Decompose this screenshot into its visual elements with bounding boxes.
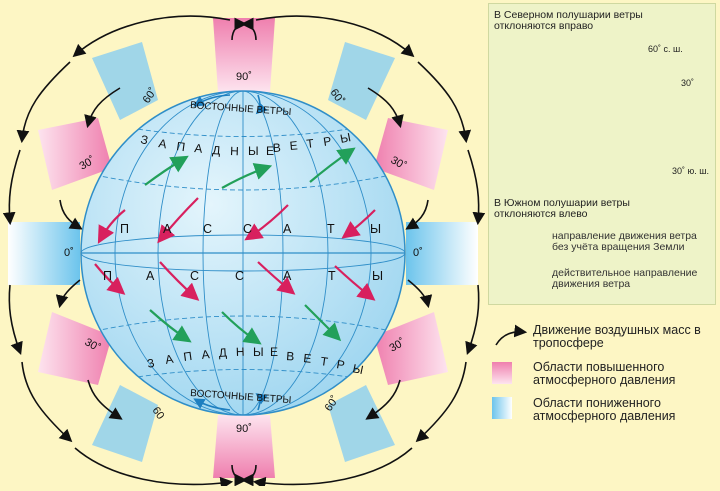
letter: А	[146, 269, 155, 283]
air-mass-arrow-icon	[495, 324, 528, 346]
red-arrow	[244, 204, 289, 241]
letter: С	[235, 269, 244, 283]
letter: А	[157, 136, 167, 151]
letter: Н	[230, 144, 239, 158]
red-arrow	[97, 209, 126, 244]
green-arrow	[304, 304, 342, 342]
letter: А	[163, 222, 172, 236]
letter: В	[286, 349, 295, 364]
low-pressure-swatch	[492, 397, 512, 419]
letter: С	[243, 222, 252, 236]
letter: Т	[306, 136, 316, 151]
westerlies-arrows	[144, 147, 356, 345]
letter: А	[283, 269, 292, 283]
green-arrow	[144, 155, 189, 186]
green-arrow	[221, 311, 262, 345]
polar-easterlies-arrows	[193, 94, 268, 411]
red-arrow	[159, 261, 200, 301]
inset-lat-30s: 30˚ ю. ш.	[672, 166, 709, 176]
letter: Р	[335, 357, 345, 372]
letter: Е	[270, 345, 278, 359]
low-pressure-60s-west	[92, 385, 158, 462]
letter: Ы	[370, 222, 381, 236]
letter: С	[190, 269, 199, 283]
legend-dashed-text: направление движения ветра без учёта вра…	[552, 230, 697, 253]
letter: Р	[322, 134, 332, 149]
trade-wind-arrows	[94, 197, 376, 301]
pressure-bands	[8, 18, 478, 478]
red-arrow	[94, 263, 126, 295]
high-pressure-30n-west	[38, 118, 112, 190]
legend-air-masses: Движение воздушных масс в тропосфере	[533, 323, 701, 350]
inset-lat-30n: 30˚	[681, 78, 695, 88]
letter: П	[103, 269, 112, 283]
low-pressure-equator-west	[8, 222, 80, 285]
letter: П	[182, 349, 192, 364]
low-pressure-60n-west	[92, 42, 158, 120]
green-arrow	[309, 147, 356, 183]
legend-actual-text: действительное направление движения ветр…	[552, 267, 698, 290]
red-arrow	[341, 209, 376, 239]
letter: А	[164, 352, 174, 367]
green-arrow	[149, 309, 192, 343]
high-pressure-30s-west	[38, 312, 112, 385]
letter: В	[272, 141, 281, 155]
low-pressure-equator-east	[406, 222, 478, 285]
letter: З	[139, 132, 149, 147]
letter: А	[283, 222, 292, 236]
high-pressure-30n-east	[374, 118, 448, 190]
letter: Д	[218, 345, 227, 360]
letter: Е	[289, 138, 298, 153]
letter: Т	[327, 222, 335, 236]
letter: Т	[320, 354, 330, 369]
letter: А	[201, 347, 210, 362]
north-caption: В Северном полушарии ветры отклоняются в…	[494, 9, 643, 32]
letter: Ы	[339, 130, 352, 146]
inset-lat-60n: 60˚ с. ш.	[648, 44, 683, 54]
latitude-0-east: 0˚	[413, 247, 423, 259]
red-arrow	[257, 261, 296, 295]
letter: Н	[236, 345, 245, 359]
south-caption: В Южном полушарии ветры отклоняются влев…	[494, 197, 630, 220]
westerlies-label-bottom: З А П А Д Н Ы Е В Е Т Р Ы	[146, 345, 365, 377]
red-arrow	[157, 197, 199, 244]
high-pressure-south-pole	[213, 415, 275, 478]
troposphere-air-movement	[2, 15, 486, 490]
letter: Ы	[351, 361, 364, 377]
high-pressure-swatch	[492, 362, 512, 384]
inset-panel	[488, 3, 716, 305]
low-pressure-60n-east	[328, 42, 395, 120]
latitude-0-west: 0˚	[64, 247, 74, 259]
letter: Е	[303, 351, 312, 366]
westerlies-label-top: З А П А Д Н Ы Е В Е Т Р Ы	[139, 130, 352, 158]
letter: Е	[266, 144, 274, 158]
red-arrow	[334, 265, 376, 301]
letter: П	[176, 139, 186, 154]
low-pressure-60s-east	[328, 385, 395, 462]
trade-winds-label-top: П А С С А Т Ы	[120, 222, 381, 236]
latitude-90-south: 90˚	[236, 423, 252, 435]
letter: Т	[328, 269, 336, 283]
legend-low-pressure: Области пониженного атмосферного давлени…	[533, 396, 676, 423]
letter: Ы	[253, 345, 264, 359]
trade-winds-label-bottom: П А С С А Т Ы	[103, 269, 383, 283]
high-pressure-30s-east	[374, 312, 448, 385]
letter: П	[120, 222, 129, 236]
legend-high-pressure: Области повышенного атмосферного давлени…	[533, 360, 676, 387]
latitude-60-sw: 60	[150, 405, 167, 422]
letter: С	[203, 222, 212, 236]
letter: З	[146, 356, 156, 371]
letter: А	[194, 141, 203, 156]
green-arrow	[221, 163, 273, 189]
letter: Д	[212, 143, 221, 158]
latitude-90-north: 90˚	[236, 71, 252, 83]
high-pressure-north-pole	[213, 18, 275, 92]
letter: Ы	[248, 144, 259, 158]
letter: Ы	[372, 269, 383, 283]
